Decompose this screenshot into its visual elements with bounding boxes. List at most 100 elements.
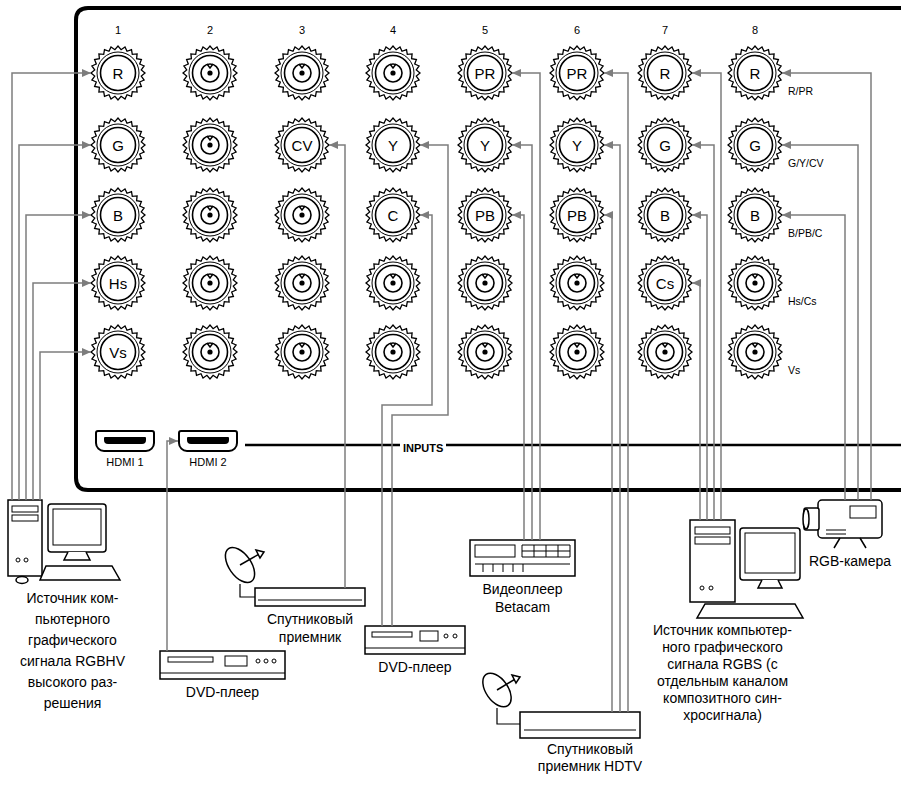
bnc-ring xyxy=(644,262,686,304)
bnc-ring xyxy=(281,262,323,304)
bnc-knurl xyxy=(366,118,420,172)
computer-illustration xyxy=(8,500,120,584)
bnc-connector: B xyxy=(91,188,145,242)
bnc-knurl xyxy=(638,256,692,310)
dvd-player-illustration xyxy=(453,634,457,638)
device-caption: DVD-плеер xyxy=(160,683,285,701)
signal-cable xyxy=(604,215,612,712)
connector-letter: PR xyxy=(475,66,496,81)
signal-cable xyxy=(512,145,532,540)
computer-illustration xyxy=(12,506,38,512)
bnc-connector: PR xyxy=(458,46,512,100)
computer-illustration xyxy=(8,500,42,576)
column-number: 3 xyxy=(299,20,305,38)
signal-cable xyxy=(512,73,540,540)
bnc-ring xyxy=(734,331,776,373)
bnc-ring xyxy=(97,262,139,304)
bnc-ring xyxy=(281,331,323,373)
row-label: Vs xyxy=(788,364,800,376)
bnc-connector-body xyxy=(91,46,782,379)
signal-cable xyxy=(167,441,178,651)
signal-cable xyxy=(692,283,700,520)
bnc-socket xyxy=(193,198,228,233)
column-number: 4 xyxy=(390,20,396,38)
bnc-pin-symbol xyxy=(384,64,402,82)
bnc-tab xyxy=(299,274,305,278)
bnc-socket xyxy=(468,266,503,301)
bnc-tab xyxy=(299,64,305,68)
port-label: HDMI 1 xyxy=(95,456,155,468)
column-number: 8 xyxy=(752,20,758,38)
bnc-ring xyxy=(734,262,776,304)
row-label: Hs/Cs xyxy=(788,291,817,309)
connector-letter: Y xyxy=(572,138,582,153)
bnc-connector: PB xyxy=(550,188,604,242)
satellite-receiver-illustration xyxy=(258,600,362,601)
bnc-socket xyxy=(376,128,411,163)
device-caption: Источник компьютер- ного графического си… xyxy=(640,622,805,724)
bnc-ring xyxy=(372,331,414,373)
bnc-ring xyxy=(372,262,414,304)
computer-illustration xyxy=(758,580,782,588)
bnc-knurl xyxy=(728,46,782,100)
column-number: 3 xyxy=(299,24,305,36)
bnc-socket xyxy=(193,266,228,301)
source-device: Источник ком- пьютерного графического си… xyxy=(5,500,140,714)
satellite-dish xyxy=(477,668,517,712)
bnc-connector: B xyxy=(638,188,692,242)
bnc-knurl xyxy=(183,46,237,100)
bnc-connector: Vs xyxy=(91,325,145,379)
computer-illustration xyxy=(709,586,713,590)
bnc-tab xyxy=(482,274,488,278)
computer-illustration xyxy=(700,586,704,590)
dvd-player-illustration xyxy=(365,648,465,649)
dvd-player-illustration xyxy=(264,659,268,663)
bnc-ring xyxy=(464,194,506,236)
bnc-knurl xyxy=(638,188,692,242)
bnc-knurl xyxy=(458,325,512,379)
bnc-pin-symbol xyxy=(476,274,494,292)
betacam-player-illustration xyxy=(470,540,575,576)
computer-illustration xyxy=(53,509,101,545)
connector-letter: G xyxy=(112,138,124,153)
bnc-ring xyxy=(372,194,414,236)
rgb-camera-illustration xyxy=(826,530,846,534)
source-device: RGB-камера xyxy=(805,500,895,570)
device-caption: Источник ком- пьютерного графического си… xyxy=(5,588,140,714)
connector-letter: PB xyxy=(475,208,495,223)
bnc-tab xyxy=(299,206,305,210)
bnc-knurl xyxy=(728,256,782,310)
bnc-socket xyxy=(285,335,320,370)
bnc-pin xyxy=(390,280,395,285)
bnc-connector: R xyxy=(91,46,145,100)
bnc-pin-symbol xyxy=(293,274,311,292)
panel-label: INPUTS xyxy=(400,438,446,456)
bnc-socket xyxy=(648,128,683,163)
bnc-ring xyxy=(281,124,323,166)
computer-illustration xyxy=(64,552,90,560)
row-label: G/Y/CV xyxy=(788,157,824,169)
hdmi-port: HDMI 1 xyxy=(95,430,155,468)
column-number: 5 xyxy=(482,20,488,38)
bnc-pin-symbol xyxy=(201,343,219,361)
bnc-socket xyxy=(468,128,503,163)
bnc-pin-symbol xyxy=(293,206,311,224)
bnc-socket xyxy=(738,56,773,91)
connector-letter: B xyxy=(660,208,670,223)
bnc-pin xyxy=(390,349,395,354)
satellite-dish xyxy=(220,542,261,587)
bnc-tab xyxy=(662,343,668,347)
bnc-ring xyxy=(97,124,139,166)
computer-illustration xyxy=(12,515,38,521)
column-number: 2 xyxy=(207,24,213,36)
satellite-dish xyxy=(240,584,255,597)
row-label: B/PB/C xyxy=(788,223,822,241)
rgb-camera-illustration xyxy=(850,506,876,518)
bnc-tab xyxy=(207,64,213,68)
bnc-pin-symbol xyxy=(746,274,764,292)
bnc-pin-symbol xyxy=(476,343,494,361)
signal-cable xyxy=(782,145,858,500)
bnc-pin xyxy=(752,349,757,354)
row-label: Vs xyxy=(788,360,800,378)
